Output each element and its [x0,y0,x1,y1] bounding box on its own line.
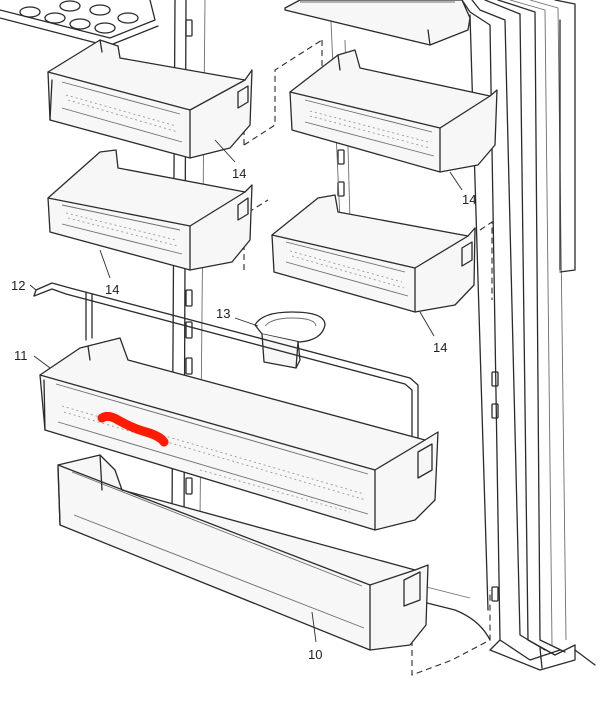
shelf-bin-middle-right [271,194,476,313]
red-marker [97,411,169,447]
callout-12: 12 [11,278,25,293]
bottom-door-bin [57,454,429,651]
shelf-bin-upper-right [289,49,498,173]
egg-tray [0,0,159,47]
shelf-bin-middle-left [47,149,253,271]
callout-14-middle-left: 14 [105,282,119,297]
callout-14-upper-right: 14 [462,192,476,207]
wire-bar [33,282,419,441]
callout-14-middle-right: 14 [433,340,447,355]
large-door-bin [39,337,439,531]
leader-lines [29,139,463,643]
callout-14-upper-left: 14 [232,166,246,181]
callout-10: 10 [308,647,322,662]
shelf-bin-upper-left [47,39,253,159]
callout-labels: 14 14 14 14 12 13 11 10 [11,166,476,662]
callout-11: 11 [14,348,28,363]
callout-13: 13 [216,306,230,321]
top-right-partial-bin [284,0,471,46]
